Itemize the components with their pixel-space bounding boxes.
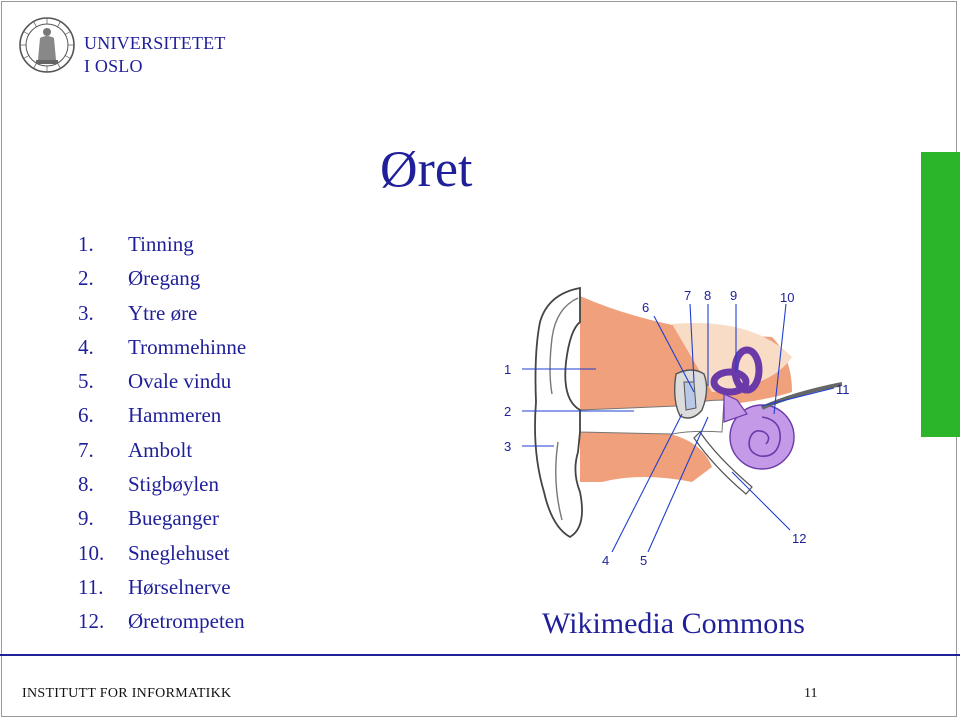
diagram-label-6: 6 xyxy=(642,300,649,315)
list-item-label: Hørselnerve xyxy=(128,574,231,599)
list-item-label: Sneglehuset xyxy=(128,540,230,565)
list-item-label: Hammeren xyxy=(128,403,222,428)
semicircular-canals xyxy=(710,346,763,396)
tissue-shape xyxy=(580,432,712,482)
ear-anatomy-diagram: 1 2 3 4 5 6 7 8 9 10 11 12 xyxy=(504,286,850,568)
diagram-label-2: 2 xyxy=(504,404,511,419)
list-item-number: 4. xyxy=(78,334,94,359)
diagram-label-10: 10 xyxy=(780,290,794,305)
diagram-label-8: 8 xyxy=(704,288,711,303)
list-item-number: 6. xyxy=(78,403,94,428)
footer-institute: INSTITUTT FOR INFORMATIKK xyxy=(22,686,232,701)
diagram-label-7: 7 xyxy=(684,288,691,303)
list-item-label: Tinning xyxy=(128,232,194,256)
institution-name: UNIVERSITETET I OSLO xyxy=(84,32,226,78)
diagram-label-3: 3 xyxy=(504,439,511,454)
outer-ear xyxy=(534,286,583,539)
list-item-number: 8. xyxy=(78,472,94,497)
diagram-label-12: 12 xyxy=(792,531,806,546)
outer-ear-fold xyxy=(549,297,579,395)
list-item-label: Øregang xyxy=(128,266,201,291)
list-item-number: 9. xyxy=(78,506,94,531)
list-item-label: Ovale vindu xyxy=(128,369,232,394)
accent-bar xyxy=(921,152,960,437)
auditory-nerve xyxy=(761,382,843,410)
list-item-label: Stigbøylen xyxy=(128,472,220,497)
outer-ear-fold xyxy=(555,441,563,521)
list-item-label: Trommehinne xyxy=(128,334,247,359)
institution-line-1: UNIVERSITETET xyxy=(84,33,226,53)
list-item-number: 3. xyxy=(78,300,94,325)
list-item-label: Ambolt xyxy=(128,437,193,462)
slide-title: Øret xyxy=(380,141,473,198)
diagram-label-5: 5 xyxy=(640,553,647,568)
list-item-number: 10. xyxy=(78,540,105,565)
list-item-number: 5. xyxy=(78,369,94,394)
eustachian-tube xyxy=(693,431,753,495)
institution-line-2: I OSLO xyxy=(84,56,143,76)
list-item-label: Ytre øre xyxy=(128,300,198,325)
diagram-label-4: 4 xyxy=(602,553,609,568)
list-item-number: 12. xyxy=(78,609,105,634)
list-item-number: 11. xyxy=(78,574,104,599)
footer-divider xyxy=(0,654,960,656)
diagram-label-9: 9 xyxy=(730,288,737,303)
cochlea xyxy=(723,393,795,470)
list-item-label: Øretrompeten xyxy=(128,609,245,634)
image-credit: Wikimedia Commons xyxy=(542,607,805,640)
page-number: 11 xyxy=(804,686,818,701)
diagram-label-1: 1 xyxy=(504,362,511,377)
ossicles xyxy=(683,381,697,411)
list-item-label: Bueganger xyxy=(128,506,219,531)
list-item-number: 2. xyxy=(78,266,94,291)
leader-lines xyxy=(522,303,835,553)
diagram-labels: 1 2 3 4 5 6 7 8 9 10 11 12 xyxy=(504,288,850,568)
list-item-number: 7. xyxy=(78,437,94,462)
university-seal-icon xyxy=(19,17,75,73)
diagram-label-11: 11 xyxy=(836,382,850,397)
list-item-number: 1. xyxy=(78,232,94,256)
